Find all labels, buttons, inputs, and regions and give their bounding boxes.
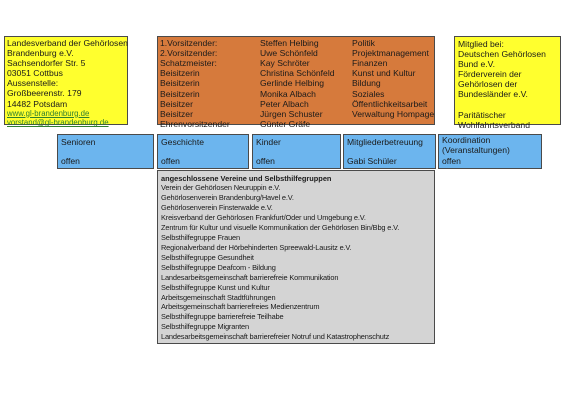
list-item: Gehörlosenverein Finsterwalde e.V. [161,203,273,213]
board-box: 1.Vorsitzender: Steffen Helbing Politik … [157,36,435,129]
board-area: Finanzen [352,58,388,69]
board-name: Kay Schröter [260,58,310,69]
department-title: Senioren [61,137,96,147]
membership-line: Deutschen Gehörlosen [458,49,546,60]
board-name: Gerlinde Helbing [260,78,325,89]
membership-line: Bund e.V. [458,59,495,70]
board-name: Günter Gräfe [260,118,311,129]
board-name: Monika Albach [260,88,316,99]
board-area: Projektmanagement [352,48,429,59]
board-role: Beisitzer [160,108,193,119]
board-role: Beisitzerin [160,88,200,99]
address-line: Großbeerenstr. 179 [7,88,82,99]
address-line: Aussenstelle: [7,78,59,89]
address-box: Landesverband der Gehörlosen Brandenburg… [4,36,128,128]
department-status: offen [256,156,275,166]
membership-box: Mitglied bei: Deutschen Gehörlosen Bund … [454,36,561,130]
department-title: Mitgliederbetreuung [347,137,423,147]
address-line: 03051 Cottbus [7,68,63,79]
membership-line: Gehörlosen der [458,79,518,90]
department-box-kinder: Kinder offen [252,134,341,169]
board-name: Jürgen Schuster [260,108,323,119]
department-status: offen [161,156,180,166]
membership-line: Förderverein der [458,69,522,80]
department-box-geschichte: Geschichte offen [157,134,249,169]
board-area: Bildung [352,78,381,89]
board-role: 1.Vorsitzender: [160,38,218,48]
address-line: Brandenburg e.V. [7,48,74,59]
board-role: Beisitzer [160,98,193,109]
address-line: 14482 Potsdam [7,98,68,109]
membership-line: Bundesländer e.V. [458,89,528,100]
list-item: Arbeitsgemeinschaft barrierefreies Medie… [161,302,320,312]
board-area: Öffentlichkeitsarbeit [352,98,428,109]
list-item: Regionalverband der Hörbehinderten Spree… [161,242,352,252]
list-item: Verein der Gehörlosen Neuruppin e.V. [161,183,281,193]
list-item: Gehörlosenverein Brandenburg/Havel e.V. [161,193,294,203]
department-status: offen [442,156,461,166]
list-item: Selbsthilfegruppe Deafcom - Bildung [161,262,276,272]
board-area: Verwaltung Hompage [352,108,435,119]
membership-line: Paritätischer [458,109,506,120]
list-item: Zentrum für Kultur und visuelle Kommunik… [161,222,400,232]
board-role: Ehrenvorsitzender [160,118,230,129]
member-associations-title: angeschlossene Vereine und Selbsthilfegr… [161,174,332,183]
list-item: Selbsthilfegruppe Frauen [161,232,240,242]
membership-line [458,100,557,110]
department-box-senioren: Senioren offen [57,134,154,169]
board-area: Politik [352,38,375,48]
list-item: Selbsthilfegruppe barrierefreie Teilhabe [161,312,284,322]
list-item: Selbsthilfegruppe Migranten [161,322,249,332]
board-role: 2.Vorsitzender: [160,48,218,59]
address-line: Landesverband der Gehörlosen [7,38,128,48]
list-item: Landesarbeitsgemeinschaft barrierefreier… [161,332,390,342]
address-line: Sachsendorfer Str. 5 [7,58,86,69]
department-status: offen [61,156,80,166]
list-item: Landesarbeitsgemeinschaft barrierefreie … [161,272,339,282]
board-area: Kunst und Kultur [352,68,416,79]
board-role: Schatzmeister: [160,58,217,69]
department-title: Koordination (Veranstaltungen) [442,135,510,155]
website-link[interactable]: www.gl-brandenburg.de [7,108,90,118]
board-name: Peter Albach [260,98,309,109]
board-area: Soziales [352,88,385,99]
department-box-mitgliederbetreuung: Mitgliederbetreuung Gabi Schüler [343,134,436,169]
member-associations-box: angeschlossene Vereine und Selbsthilfegr… [157,170,435,344]
membership-line: Mitglied bei: [458,39,504,49]
department-status: Gabi Schüler [347,156,397,166]
list-item: Selbsthilfegruppe Gesundheit [161,252,254,262]
department-title: Geschichte [161,137,204,147]
membership-line: Wohlfahrtsverband [458,119,530,130]
list-item: Kreisverband der Gehörlosen Frankfurt/Od… [161,213,366,223]
list-item: Arbeitsgemeinschaft Stadtführungen [161,292,276,302]
department-title: Kinder [256,137,281,147]
board-name: Steffen Helbing [260,38,319,48]
board-name: Uwe Schönfeld [260,48,318,59]
board-name: Christina Schönfeld [260,68,335,79]
board-role: Beisitzerin [160,68,200,79]
board-role: Beisitzerin [160,78,200,89]
department-box-koordination: Koordination (Veranstaltungen) offen [438,134,542,169]
email-link[interactable]: vorstand@gl-brandenburg.de [7,118,109,128]
list-item: Selbsthilfegruppe Kunst und Kultur [161,282,270,292]
